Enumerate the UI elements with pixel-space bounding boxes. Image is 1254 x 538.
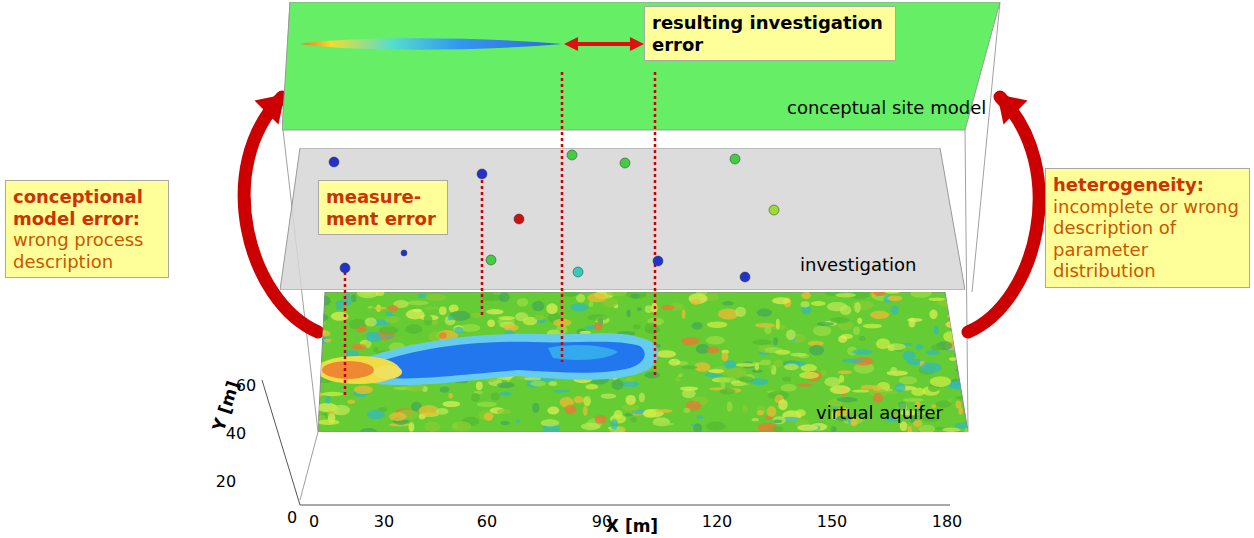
error-arrow: [570, 42, 638, 46]
plane-label: virtual aquifer: [816, 402, 943, 423]
model-error-callout: conceptional model error:wrong process d…: [5, 180, 169, 278]
callout-body: incomplete or wrong description of param…: [1053, 196, 1242, 282]
callout-heading: resulting investigation error: [652, 12, 888, 55]
plane-outline: [282, 2, 1000, 130]
investigation-plane: investigation measure-ment error: [280, 148, 965, 290]
plane-label: conceptual site model: [787, 97, 986, 118]
site-model-plane: conceptual site model resulting investiga…: [282, 2, 1000, 132]
tick-label: 120: [702, 512, 733, 531]
callout-heading: conceptional model error:: [13, 186, 161, 229]
tick-label: 0: [287, 508, 297, 527]
plane-label: investigation: [800, 254, 917, 275]
tick-label: 60: [477, 512, 497, 531]
tick-label: 40: [226, 424, 246, 443]
measurement-callout: measure-ment error: [318, 180, 448, 235]
callout-body: wrong process description: [13, 229, 161, 272]
callout-heading: measure-ment error: [326, 186, 440, 229]
tick-label: 20: [216, 472, 236, 491]
heterogeneity-texture: [318, 292, 968, 432]
curved-arrow: [968, 97, 1039, 332]
sample-points: [329, 150, 779, 282]
model-plume: [300, 38, 562, 49]
tick-label: 60: [236, 376, 256, 395]
leader-lines: [345, 72, 655, 398]
heterogeneity-callout: heterogeneity:incomplete or wrong descri…: [1045, 168, 1250, 288]
tick-label: 0: [309, 512, 319, 531]
aquifer-plane: virtual aquifer: [318, 292, 968, 432]
tick-label: 150: [817, 512, 848, 531]
axis-title: X [m]: [606, 516, 658, 536]
plane-outline: [280, 148, 965, 290]
tick-label: 180: [932, 512, 963, 531]
callout-heading: heterogeneity:: [1053, 174, 1242, 196]
tick-label: 30: [374, 512, 394, 531]
plane-outline: [318, 292, 968, 432]
result-callout: resulting investigation error: [644, 6, 896, 61]
